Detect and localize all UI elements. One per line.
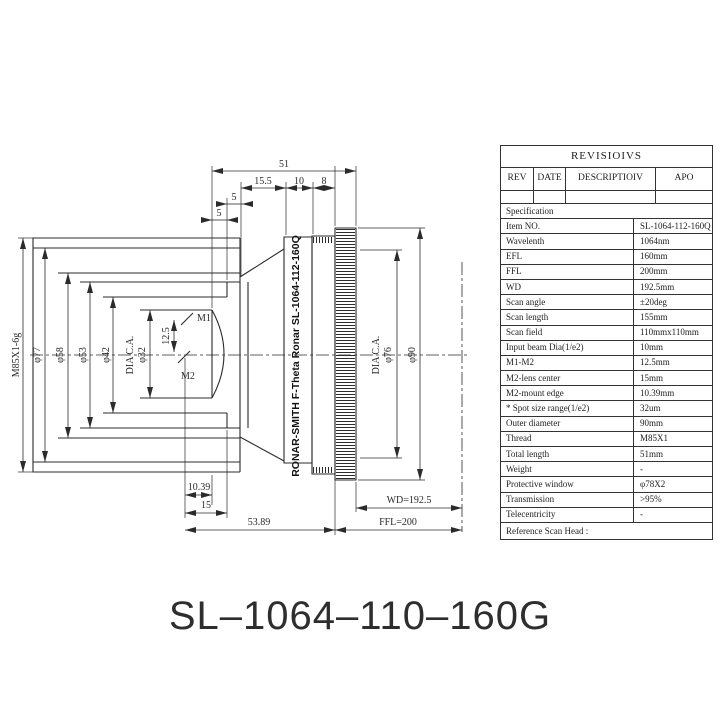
section-header-row: Specification — [501, 204, 712, 220]
dia-77: φ77 — [32, 347, 43, 363]
ring-ticks-bottom — [313, 467, 334, 473]
dim-15-5: 15.5 — [254, 176, 272, 187]
dim-5a: 5 — [232, 192, 237, 203]
knurled-ring — [334, 227, 357, 481]
dim-10: 10 — [294, 176, 304, 187]
section-label: Specification — [506, 206, 554, 216]
m1-label: M1 — [197, 313, 211, 324]
ring-ticks-top — [313, 237, 334, 243]
dia-90: φ90 — [407, 347, 418, 363]
dim-10-39: 10.39 — [188, 482, 211, 493]
knurl-hatching — [336, 229, 355, 479]
dim-8: 8 — [322, 176, 327, 187]
dim-ffl: FFL=200 — [379, 517, 417, 528]
dimension-lines — [20, 168, 462, 533]
spec-row-scan-angle: Scan angle±20deg — [501, 295, 712, 311]
revisions-title: REVISIOIVS — [501, 146, 712, 168]
dim-15: 15 — [201, 500, 211, 511]
revisions-empty-row — [501, 191, 712, 204]
revisions-header: REV DATE DESCRIPTIOIV APO — [501, 168, 712, 191]
dimension-labels: 51 15.5 10 8 5 5 M85X1-6g φ77 φ58 φ53 φ4… — [11, 159, 431, 528]
m2-tick — [177, 350, 191, 364]
spec-row-item-no: Item NO.SL-1064-112-160Q — [501, 219, 712, 235]
optical-centerline — [30, 262, 470, 532]
dia-42: φ42 — [101, 347, 112, 363]
dia-ca-left: DIA C.A. — [125, 336, 136, 375]
reference-scan-head-row: Reference Scan Head : — [501, 523, 712, 540]
col-apo: APO — [656, 168, 712, 191]
m2-label: M2 — [181, 371, 195, 382]
dia-58: φ58 — [55, 347, 66, 363]
lens-body-engraving: RONAR-SMITH F-Theta Ronar SL-1064-112-16… — [290, 235, 302, 477]
spec-row-transmission: Transmission>95% — [501, 492, 712, 508]
dim-51: 51 — [279, 159, 289, 170]
spec-panel: REVISIOIVS REV DATE DESCRIPTIOIV APO Spe… — [500, 145, 713, 541]
cone-bottom — [239, 436, 285, 462]
col-description: DESCRIPTIOIV — [566, 168, 656, 191]
lens-outline — [32, 227, 357, 481]
page-title: SL–1064–110–160G — [168, 594, 552, 638]
spec-row-input-beam: Input beam Dia(1/e2)10mm — [501, 340, 712, 356]
col-date: DATE — [534, 168, 566, 191]
dim-12-5: 12.5 — [161, 327, 172, 345]
col-rev: REV — [501, 168, 534, 191]
cone-top — [239, 248, 285, 278]
dia-32: φ32 — [137, 347, 148, 363]
spec-row-spot-size: * Spot size range(1/e2)32um — [501, 401, 712, 417]
dim-5b: 5 — [217, 208, 222, 219]
dia-ca-right: DIA C.A. — [371, 336, 382, 375]
spec-row-weight: Weight- — [501, 462, 712, 478]
dia-53: φ53 — [78, 347, 89, 363]
dim-wd: WD=192.5 — [387, 495, 432, 506]
spec-row-telecentricity: Telecentricity- — [501, 507, 712, 523]
lens-surface-arc — [211, 309, 225, 399]
m1-tick — [180, 312, 194, 326]
dim-53-89: 53.89 — [248, 517, 271, 528]
reference-scan-head-label: Reference Scan Head : — [506, 526, 589, 536]
dia-76: φ76 — [383, 347, 394, 363]
thread-label: M85X1-6g — [11, 333, 22, 377]
